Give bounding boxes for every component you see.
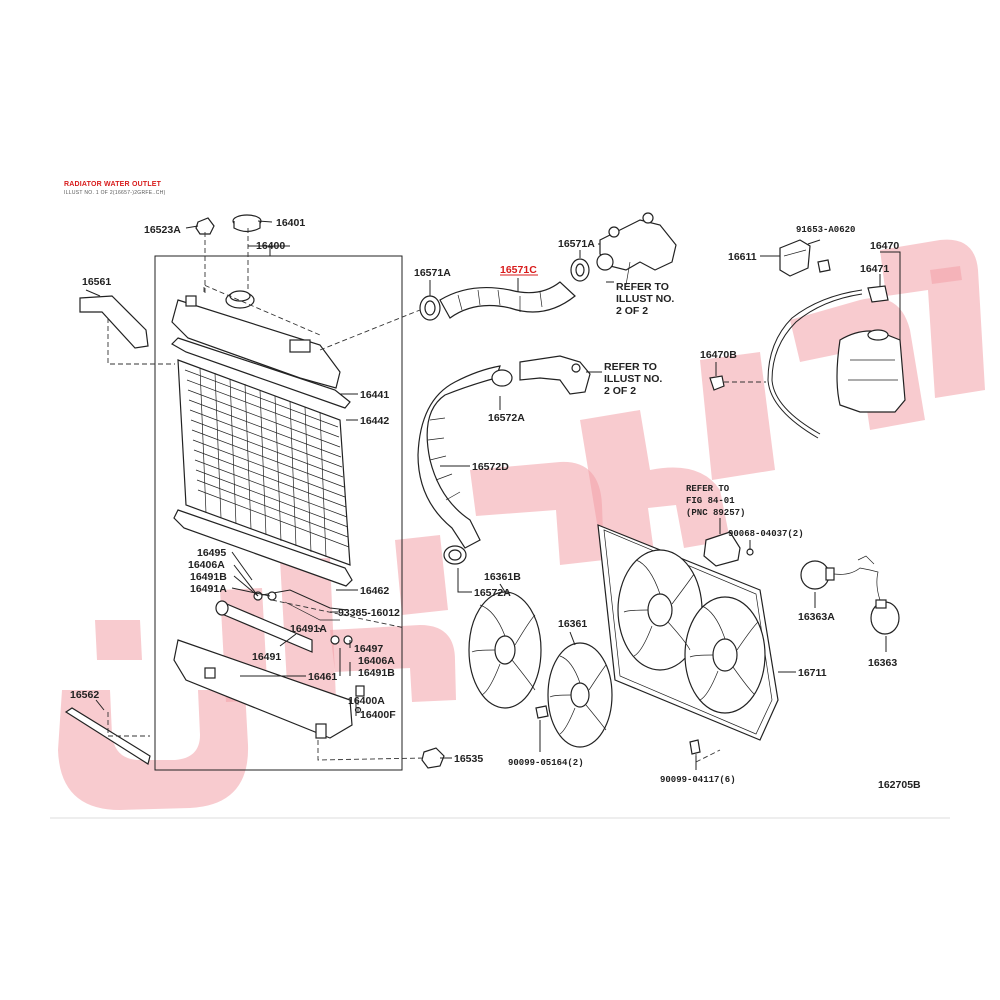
label-16401: 16401 bbox=[276, 217, 305, 229]
part-labels: 16523A 16401 16400 16561 16441 16442 164… bbox=[70, 217, 921, 791]
bracket-16611 bbox=[779, 239, 811, 277]
reservoir-hose-inner bbox=[771, 293, 863, 435]
fan-shroud-16711 bbox=[597, 524, 779, 741]
assembly-guide-lines bbox=[107, 228, 425, 761]
reservoir-hose bbox=[767, 289, 863, 439]
label-16361B: 16361B bbox=[484, 571, 521, 583]
label-16535: 16535 bbox=[454, 753, 483, 765]
nut-16535 bbox=[421, 747, 445, 769]
label-91653-A0620: 91653-A0620 bbox=[796, 225, 855, 235]
label-16363: 16363 bbox=[868, 657, 897, 669]
label-16571C: 16571C bbox=[500, 264, 537, 276]
reservoir-tank bbox=[836, 285, 906, 413]
ref3-line1: REFER TO bbox=[686, 484, 730, 494]
label-90068-04037: 90068-04037(2) bbox=[728, 529, 804, 539]
leader-lines bbox=[85, 220, 901, 770]
upper-radiator-hose bbox=[439, 281, 576, 319]
label-16572A-lower: 16572A bbox=[474, 587, 511, 599]
ref2-line3: 2 OF 2 bbox=[604, 385, 636, 397]
label-16470: 16470 bbox=[870, 240, 899, 252]
label-16491B-upper: 16491B bbox=[190, 571, 227, 583]
ref1-line2: ILLUST NO. bbox=[616, 293, 674, 305]
hose-clamp-16572A-lower bbox=[443, 545, 467, 565]
hose-clamp-16572A-upper bbox=[491, 369, 513, 387]
hose-clamp-16571A-right bbox=[570, 258, 590, 282]
radiator-group-frame bbox=[154, 255, 403, 771]
lower-outlet-pipe bbox=[519, 355, 591, 395]
label-16442: 16442 bbox=[360, 415, 389, 427]
ref2-line2: ILLUST NO. bbox=[604, 373, 662, 385]
label-16611: 16611 bbox=[728, 251, 757, 263]
label-16406A-lower: 16406A bbox=[358, 655, 395, 667]
ref3-line3: (PNC 89257) bbox=[686, 508, 745, 518]
label-16491B-lower: 16491B bbox=[358, 667, 395, 679]
label-16470B: 16470B bbox=[700, 349, 737, 361]
label-16572D: 16572D bbox=[472, 461, 509, 473]
label-16495: 16495 bbox=[197, 547, 226, 559]
figure-number: 162705B bbox=[878, 779, 921, 791]
label-16441: 16441 bbox=[360, 389, 389, 401]
fan-resistor bbox=[703, 531, 754, 567]
bolt-91653 bbox=[817, 259, 831, 273]
nut-90099-05164 bbox=[535, 705, 549, 719]
label-16406A-upper: 16406A bbox=[188, 559, 225, 571]
label-16497: 16497 bbox=[354, 643, 383, 655]
label-16462: 16462 bbox=[360, 585, 389, 597]
fan-motor-16363A bbox=[800, 560, 871, 590]
label-16571A-left: 16571A bbox=[414, 267, 451, 279]
drain-plug-16523A bbox=[195, 217, 215, 235]
label-16471: 16471 bbox=[860, 263, 889, 275]
bolt-90099-04117 bbox=[689, 739, 701, 755]
radiator-core bbox=[177, 359, 351, 566]
label-16491: 16491 bbox=[252, 651, 281, 663]
ref1-line3: 2 OF 2 bbox=[616, 305, 648, 317]
label-16562: 16562 bbox=[70, 689, 99, 701]
clip-16470B bbox=[709, 375, 725, 391]
label-93385-16012: 93385-16012 bbox=[338, 607, 400, 619]
diagram-title: RADIATOR WATER OUTLET bbox=[64, 181, 162, 188]
water-outlet-housing bbox=[596, 212, 677, 286]
upper-tank-gasket bbox=[171, 337, 351, 409]
lower-radiator-hose bbox=[417, 365, 501, 549]
radiator-lower-tank bbox=[173, 639, 353, 739]
label-16571A-right: 16571A bbox=[558, 238, 595, 250]
seal-16561 bbox=[79, 295, 149, 349]
label-16461: 16461 bbox=[308, 671, 337, 683]
label-16361: 16361 bbox=[558, 618, 587, 630]
label-90099-04117: 90099-04117(6) bbox=[660, 775, 736, 785]
label-16561: 16561 bbox=[82, 276, 111, 288]
ref1-line1: REFER TO bbox=[616, 281, 669, 293]
label-16400F: 16400F bbox=[360, 709, 396, 721]
diagram-subtitle: ILLUST NO. 1 OF 2(16657-)2GRFE..CH) bbox=[64, 190, 166, 196]
label-16523A: 16523A bbox=[144, 224, 181, 236]
fan-blade-16361B bbox=[468, 591, 542, 709]
fan-blade-16361 bbox=[547, 642, 613, 748]
label-90099-05164: 90099-05164(2) bbox=[508, 758, 584, 768]
label-16491A-lower: 16491A bbox=[290, 623, 327, 635]
label-16400A: 16400A bbox=[348, 695, 385, 707]
radiator-cap bbox=[232, 214, 262, 233]
label-16363A: 16363A bbox=[798, 611, 835, 623]
ref2-line1: REFER TO bbox=[604, 361, 657, 373]
ref3-line2: FIG 84-01 bbox=[686, 496, 735, 506]
label-16572A-upper: 16572A bbox=[488, 412, 525, 424]
fan-motor-16363 bbox=[857, 555, 900, 635]
label-16400: 16400 bbox=[256, 240, 285, 252]
lower-tank-gasket bbox=[173, 509, 353, 587]
label-16491A-upper: 16491A bbox=[190, 583, 227, 595]
hose-clamp-16571A-left bbox=[419, 295, 441, 321]
label-16711: 16711 bbox=[798, 667, 827, 679]
